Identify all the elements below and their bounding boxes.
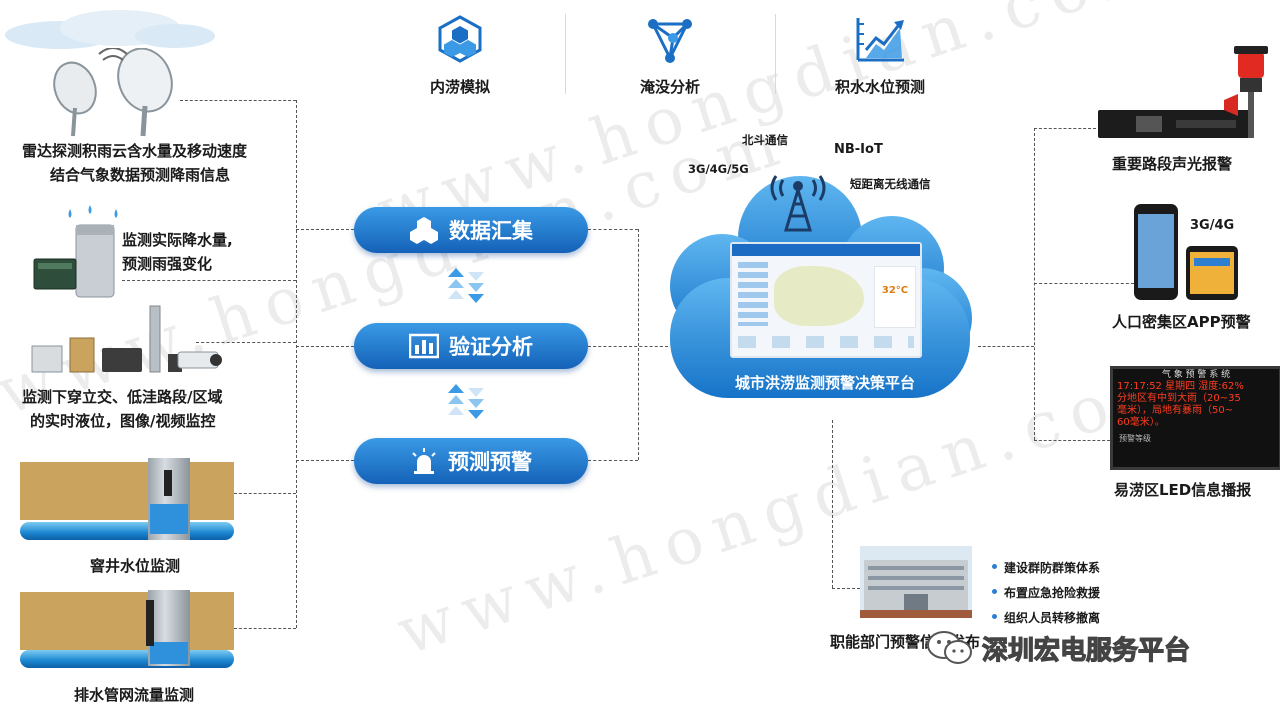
cloud-icon [5, 10, 215, 49]
source-radar-text: 雷达探测积雨云含水量及移动速度 结合气象数据预测降雨信息 [22, 142, 248, 184]
alarm-light-icon [412, 448, 436, 474]
screen-map [774, 266, 864, 326]
level-sensor [164, 470, 172, 496]
led-line: 分地区有中到大雨（20~35 [1117, 393, 1241, 404]
step-label: 数据汇集 [449, 219, 533, 243]
screen-weather-panel: 32°C [874, 266, 916, 328]
connector-line [196, 342, 296, 343]
siren-icon [1098, 46, 1268, 138]
connector-line [588, 346, 668, 347]
cube-cluster-icon [438, 15, 482, 63]
separator [565, 14, 566, 94]
platform-title: 城市洪涝监测预警决策平台 [734, 374, 915, 392]
connector-line [234, 628, 296, 629]
module-label: 内涝模拟 [429, 78, 490, 96]
step-label: 验证分析 [449, 335, 533, 359]
comm-beidou: 北斗通信 [742, 133, 788, 147]
step-prediction-warning: 预测预警 [354, 438, 588, 484]
module-flood-simulation: 内涝模拟 [400, 14, 520, 97]
led-line: 毫米），局地有暴雨（50~ [1117, 405, 1234, 416]
soil-layer [20, 592, 234, 650]
module-water-level-prediction: 积水水位预测 [820, 14, 940, 97]
connector-line [296, 460, 354, 461]
step-verification-analysis: 验证分析 [354, 323, 588, 369]
rain-gauge-icon [33, 205, 118, 298]
wechat-source-text: 深圳宏电服务平台 [981, 635, 1191, 666]
comm-nbiot: NB-IoT [834, 142, 883, 157]
connector-line [832, 420, 833, 588]
connector-line [1034, 128, 1035, 440]
shaft-water [150, 642, 188, 664]
department-bullet: 建设群防群策体系 [991, 561, 1101, 575]
pipe [20, 522, 234, 540]
led-header: 气 象 预 警 系 统 [1161, 370, 1231, 380]
connector-line [234, 493, 296, 494]
separator [775, 14, 776, 94]
output-app-text: 人口密集区APP预警 [1112, 313, 1251, 331]
step-label: 预测预警 [448, 450, 532, 474]
connector-line [296, 229, 354, 230]
led-line: 60毫米）。 [1117, 417, 1165, 428]
module-label: 淹没分析 [639, 78, 700, 96]
screen-menu [738, 262, 768, 326]
screen-footer [738, 336, 914, 348]
rising-chart-icon [856, 18, 904, 62]
connector-line [588, 460, 638, 461]
connector-line [1034, 440, 1110, 441]
connector-line [588, 229, 638, 230]
connector-line [978, 346, 1034, 347]
connector-line [638, 229, 639, 460]
network-nodes-icon [648, 19, 692, 63]
output-siren-text: 重要路段声光报警 [1112, 155, 1233, 173]
wechat-source: 深圳宏电服务平台 [926, 628, 1191, 668]
flow-sensor [146, 600, 154, 646]
radar-dish-icon [53, 48, 173, 137]
screen-header [732, 244, 920, 256]
platform-screen: 32°C [730, 242, 922, 358]
soil-layer [20, 462, 234, 520]
analysis-chart-icon [409, 333, 439, 359]
connector-line [296, 100, 297, 628]
connector-line [180, 100, 296, 101]
source-drain-text: 排水管网流量监测 [74, 686, 195, 704]
source-rain-text: 监测实际降水量, 预测雨强变化 [122, 231, 233, 273]
flow-arrows [448, 384, 484, 422]
led-line: 17:17:52 星期四 湿度:62% [1117, 381, 1244, 392]
flow-arrows [448, 268, 484, 306]
output-led-text: 易涝区LED信息播报 [1114, 481, 1252, 499]
comm-short-range: 短距离无线通信 [850, 177, 931, 191]
screen-temperature: 32°C [881, 285, 909, 296]
connector-line [1034, 128, 1096, 129]
connector-line [296, 346, 354, 347]
led-footer: 预警等级 [1119, 434, 1151, 443]
network-badge: 3G/4G [1190, 218, 1235, 233]
step-data-collection: 数据汇集 [354, 207, 588, 253]
building-icon [860, 546, 972, 618]
module-inundation-analysis: 淹没分析 [610, 14, 730, 97]
connector-line [122, 280, 296, 281]
department-bullet: 布置应急抢险救援 [991, 586, 1101, 600]
led-board-icon: 气 象 预 警 系 统 17:17:52 星期四 湿度:62% 分地区有中到大雨… [1110, 366, 1280, 470]
source-manhole-text: 窨井水位监测 [90, 557, 181, 575]
signal-tower-icon [770, 175, 826, 232]
wechat-icon [927, 631, 972, 664]
phone-app-icon [1134, 204, 1238, 300]
comm-cellular: 3G/4G/5G [688, 162, 749, 176]
connector-line [832, 588, 860, 589]
connector-line [1034, 283, 1134, 284]
source-waterlevel-text: 监测下穿立交、低洼路段/区域 的实时液位，图像/视频监控 [22, 388, 223, 430]
pipe [20, 650, 234, 668]
data-collect-icon [410, 217, 438, 244]
department-bullet: 组织人员转移撤离 [991, 611, 1101, 625]
module-label: 积水水位预测 [834, 78, 925, 96]
sensor-camera-icon [31, 305, 222, 373]
shaft-water [150, 504, 188, 534]
